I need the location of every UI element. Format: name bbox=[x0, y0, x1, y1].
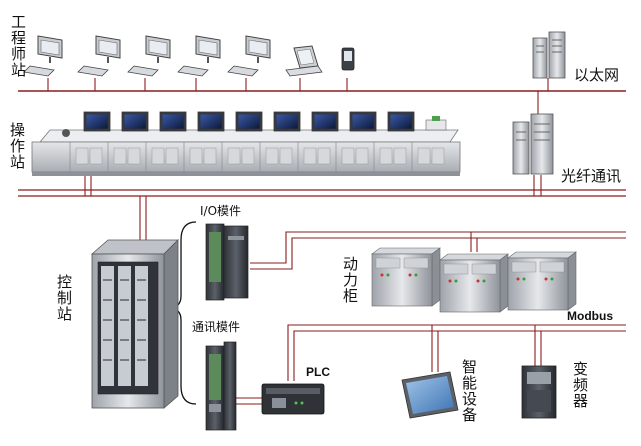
io-module-device bbox=[205, 223, 249, 301]
inverter-label: 变频器 bbox=[571, 361, 589, 409]
power-cabinets bbox=[371, 247, 577, 313]
switch-lines bbox=[533, 91, 542, 196]
fiber-switch bbox=[512, 113, 554, 175]
operator-station-label: 操作站 bbox=[8, 122, 26, 170]
plc-label: PLC bbox=[306, 365, 330, 379]
modbus-lines bbox=[236, 324, 626, 405]
console-drop-lines bbox=[84, 175, 92, 196]
power-cabinet-label: 动力柜 bbox=[341, 256, 359, 304]
engineer-pc-3 bbox=[127, 35, 171, 77]
control-drop-lines bbox=[139, 196, 147, 240]
smart-device-hmi bbox=[401, 371, 459, 419]
operator-console bbox=[31, 116, 461, 176]
io-module-label: I/O模件 bbox=[200, 204, 242, 218]
io-network-lines bbox=[250, 231, 626, 270]
plc-device bbox=[261, 383, 325, 415]
engineer-handheld bbox=[341, 47, 355, 71]
control-station-label: 控制站 bbox=[55, 274, 73, 322]
smart-device-label: 智能设备 bbox=[460, 359, 478, 423]
comm-module-device bbox=[205, 341, 237, 431]
engineer-pc-2 bbox=[77, 35, 121, 77]
fiber-bus bbox=[18, 189, 626, 197]
engineer-pc-4 bbox=[177, 35, 221, 77]
fiber-comm-label: 光纤通讯 bbox=[561, 167, 622, 185]
engineer-drop-lines bbox=[47, 78, 549, 91]
control-cabinet bbox=[90, 239, 179, 409]
inverter-device bbox=[521, 365, 557, 419]
engineer-pc-5 bbox=[227, 35, 271, 77]
ethernet-label: 以太网 bbox=[574, 66, 620, 84]
console-monitors bbox=[83, 111, 415, 132]
engineer-laptop bbox=[285, 45, 323, 77]
modbus-label: Modbus bbox=[567, 309, 613, 323]
engineer-pc-1 bbox=[23, 35, 63, 77]
comm-module-label: 通讯模件 bbox=[192, 320, 241, 334]
ethernet-server bbox=[532, 31, 566, 79]
engineer-station-label: 工程师站 bbox=[9, 14, 27, 78]
